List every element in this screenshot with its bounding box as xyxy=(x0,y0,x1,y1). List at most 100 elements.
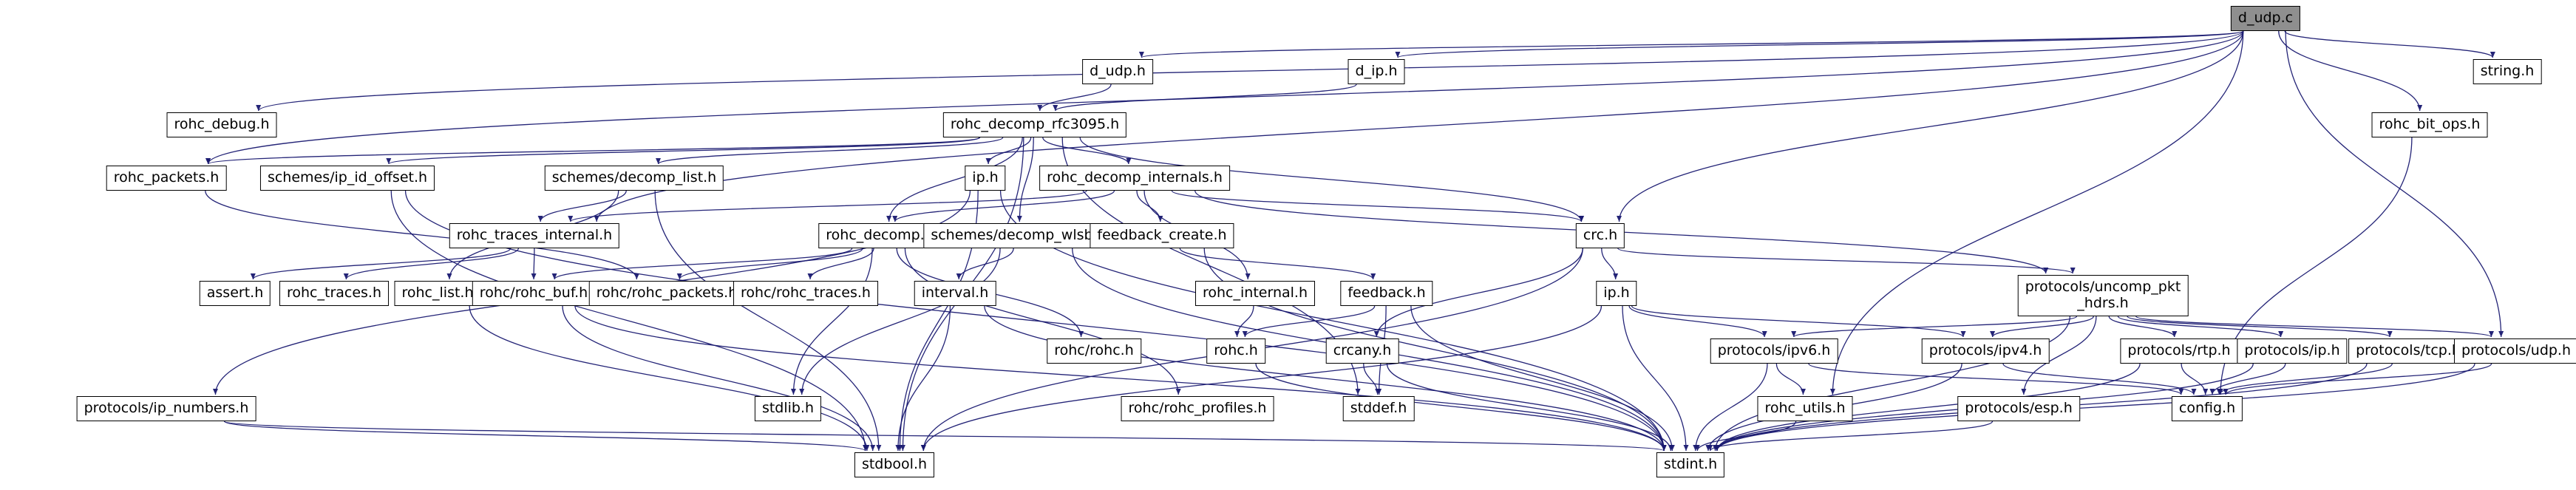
graph-node[interactable]: d_udp.h xyxy=(1082,59,1153,84)
include-edge xyxy=(205,137,980,165)
include-edge xyxy=(1829,30,2244,395)
include-edge xyxy=(1693,363,1768,452)
graph-node[interactable]: rohc_internal.h xyxy=(1195,281,1315,306)
include-edge xyxy=(1179,248,1376,280)
graph-node[interactable]: rohc_decomp_rfc3095.h xyxy=(942,112,1127,137)
graph-node[interactable]: ip.h xyxy=(965,166,1006,191)
graph-node[interactable]: stdlib.h xyxy=(754,396,822,421)
include-edge xyxy=(1601,248,1619,280)
graph-node[interactable]: string.h xyxy=(2473,59,2542,84)
graph-node[interactable]: rohc_traces.h xyxy=(279,281,390,306)
include-edge xyxy=(1714,363,2141,452)
include-edge xyxy=(390,190,869,452)
include-edge xyxy=(1791,316,2078,338)
graph-node[interactable]: rohc/rohc_profiles.h xyxy=(1121,396,1274,421)
include-edge xyxy=(1053,84,1357,112)
include-edge xyxy=(551,248,853,280)
graph-node[interactable]: config.h xyxy=(2171,396,2243,421)
graph-node[interactable]: schemes/decomp_list.h xyxy=(544,166,724,191)
graph-node[interactable]: rohc.h xyxy=(1206,338,1265,364)
include-edge xyxy=(1373,248,1583,338)
include-edge xyxy=(799,248,1001,395)
include-edge xyxy=(1395,30,2244,58)
include-edge xyxy=(1037,84,1112,112)
graph-node[interactable]: protocols/ip.h xyxy=(2237,338,2348,364)
graph-node[interactable]: protocols/tcp.h xyxy=(2348,338,2468,364)
graph-node[interactable]: feedback_create.h xyxy=(1090,223,1234,248)
include-edge xyxy=(1622,305,1689,452)
include-edge xyxy=(1617,30,2244,222)
graph-node[interactable]: rohc/rohc.h xyxy=(1047,338,1141,364)
graph-node[interactable]: stdint.h xyxy=(1656,452,1725,477)
include-edge xyxy=(1139,30,2244,58)
include-edge xyxy=(1016,137,1034,222)
graph-node[interactable]: protocols/ipv6.h xyxy=(1710,338,1838,364)
graph-node[interactable]: rohc_traces_internal.h xyxy=(449,223,620,248)
graph-node[interactable]: rohc/rohc_traces.h xyxy=(733,281,878,306)
include-edge xyxy=(1617,248,2076,274)
graph-node[interactable]: rohc_utils.h xyxy=(1757,396,1853,421)
graph-node[interactable]: ip.h xyxy=(1596,281,1637,306)
include-edge xyxy=(2285,30,2504,338)
include-edge xyxy=(2223,363,2492,395)
include-edge xyxy=(2278,30,2423,112)
include-edge xyxy=(886,137,1023,222)
include-edge xyxy=(656,137,1004,165)
graph-node[interactable]: protocols/ip_numbers.h xyxy=(76,396,256,421)
include-edge xyxy=(2135,316,2494,338)
include-edge xyxy=(537,190,627,222)
include-edge xyxy=(1255,363,1667,452)
include-edge xyxy=(807,248,874,280)
include-edge xyxy=(1171,190,1584,222)
include-edge xyxy=(2284,30,2495,58)
graph-node[interactable]: rohc/rohc_packets.h xyxy=(588,281,745,306)
graph-node[interactable]: protocols/ipv4.h xyxy=(1921,338,2050,364)
include-edge xyxy=(2209,363,2286,395)
include-edge xyxy=(1136,190,1163,222)
graph-node[interactable]: rohc_packets.h xyxy=(106,166,227,191)
graph-node[interactable]: rohc_list.h xyxy=(394,281,481,306)
include-edge xyxy=(1631,305,1966,338)
graph-node[interactable]: protocols/esp.h xyxy=(1957,396,2080,421)
include-edge xyxy=(2181,363,2209,395)
graph-node[interactable]: rohc/rohc_buf.h xyxy=(472,281,596,306)
include-edge xyxy=(1363,363,1381,395)
include-edge xyxy=(1808,363,2184,395)
include-edge xyxy=(2117,316,2284,338)
graph-node[interactable]: rohc_bit_ops.h xyxy=(2371,112,2488,137)
graph-node[interactable]: stdbool.h xyxy=(854,452,935,477)
graph-node[interactable]: schemes/ip_id_offset.h xyxy=(259,166,435,191)
include-edge xyxy=(205,190,639,280)
include-edge xyxy=(1079,137,1584,222)
graph-node[interactable]: assert.h xyxy=(199,281,271,306)
graph-node[interactable]: crc.h xyxy=(1575,223,1625,248)
graph-node-root[interactable]: d_udp.c xyxy=(2230,6,2301,31)
graph-node[interactable]: d_ip.h xyxy=(1348,59,1405,84)
include-edge xyxy=(892,190,1115,222)
graph-node[interactable]: protocols/uncomp_pkt _hdrs.h xyxy=(2017,275,2189,316)
graph-node[interactable]: interval.h xyxy=(914,281,996,306)
graph-node[interactable]: rohc_debug.h xyxy=(166,112,277,137)
include-edge xyxy=(256,30,2244,112)
include-edge xyxy=(2108,316,2178,338)
include-edge xyxy=(984,305,1667,452)
graph-node[interactable]: crcany.h xyxy=(1325,338,1399,364)
include-edge xyxy=(223,421,1666,452)
include-edge xyxy=(1775,363,1806,395)
graph-node[interactable]: protocols/rtp.h xyxy=(2120,338,2238,364)
include-edge xyxy=(920,305,1603,452)
graph-node[interactable]: schemes/decomp_wlsb.h xyxy=(923,223,1114,248)
include-edge xyxy=(386,137,981,165)
graph-node[interactable]: protocols/udp.h xyxy=(2453,338,2576,364)
graph-node[interactable]: rohc_decomp.h xyxy=(818,223,941,248)
include-edge xyxy=(2127,316,2393,338)
graph-node[interactable]: stddef.h xyxy=(1342,396,1415,421)
include-edge xyxy=(469,305,870,452)
graph-node[interactable]: rohc_decomp_internals.h xyxy=(1039,166,1230,191)
include-edge xyxy=(2021,316,2097,395)
graph-node[interactable]: feedback.h xyxy=(1340,281,1433,306)
include-edge xyxy=(790,248,873,395)
include-edge xyxy=(223,421,868,452)
